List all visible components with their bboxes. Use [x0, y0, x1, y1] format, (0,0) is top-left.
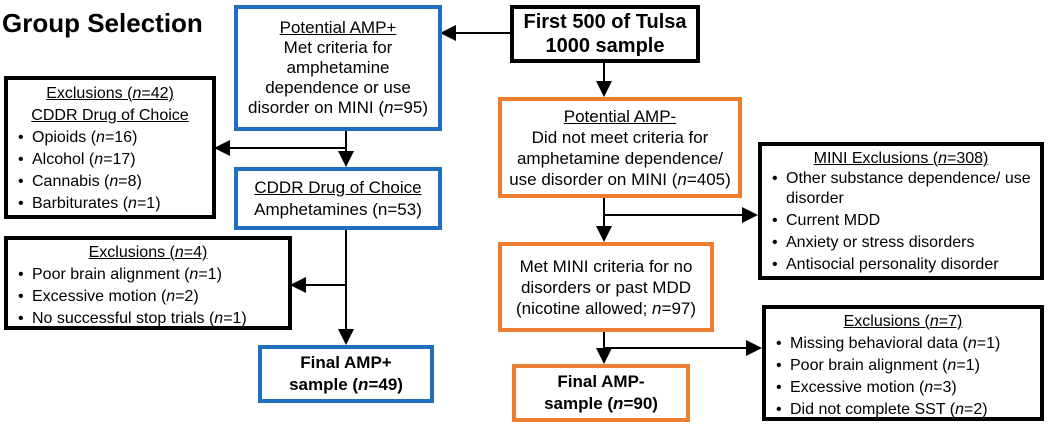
amp-pos-line1: Met criteria for — [283, 38, 393, 57]
list-item: Excessive motion (n=3) — [772, 377, 1034, 399]
start-line1: First 500 of Tulsa — [523, 11, 687, 33]
start-line2: 1000 sample — [545, 35, 665, 57]
list-item: Poor brain alignment (n=1) — [14, 264, 282, 286]
final-pos-line1: Final AMP+ — [300, 353, 392, 372]
potential-amp-pos-box: Potential AMP+ Met criteria for amphetam… — [234, 5, 442, 131]
list-item: Missing behavioral data (n=1) — [772, 333, 1034, 355]
cddr-header: CDDR Drug of Choice — [254, 177, 422, 197]
list-item: Barbiturates (n=1) — [14, 193, 206, 215]
list-item: Alcohol (n=17) — [14, 149, 206, 171]
brain-exclusions-box: Exclusions (n=4) Poor brain alignment (n… — [4, 236, 292, 330]
list-item: Antisocial personality disorder — [768, 255, 1034, 275]
cddr-amphetamines-box: CDDR Drug of Choice Amphetamines (n=53) — [234, 167, 442, 230]
final-amp-neg-box: Final AMP- sample (n=90) — [512, 364, 690, 422]
brain-exclusions-list: Poor brain alignment (n=1) Excessive mot… — [14, 264, 282, 330]
amp-neg-header: Potential AMP- — [563, 106, 677, 126]
list-item: Cannabis (n=8) — [14, 171, 206, 193]
amp-neg-line3: use disorder on MINI (n=405) — [509, 169, 731, 189]
final-pos-line2: sample (n=49) — [289, 375, 403, 394]
amp-pos-line4: disorder on MINI (n=95) — [247, 98, 428, 117]
final-neg-line2: sample (n=90) — [544, 394, 658, 413]
page-title: Group Selection — [2, 8, 203, 38]
list-item: Other substance dependence/ use disorder — [768, 169, 1034, 209]
drug-exclusions-header: Exclusions (n=42) — [46, 85, 174, 102]
mini-exclusions-list: Other substance dependence/ use disorder… — [768, 169, 1034, 275]
cddr-body: Amphetamines (n=53) — [254, 199, 422, 219]
drug-exclusions-list: Opioids (n=16) Alcohol (n=17) Cannabis (… — [14, 127, 206, 215]
amp-neg-line1: Did not meet criteria for — [531, 127, 709, 147]
start-box: First 500 of Tulsa 1000 sample — [510, 5, 700, 63]
final-amp-pos-box: Final AMP+ sample (n=49) — [258, 345, 434, 403]
mini-exclusions-header: MINI Exclusions (n=308) — [813, 150, 989, 167]
met-mini-line2: disorders or past MDD — [520, 277, 692, 297]
list-item: Anxiety or stress disorders — [768, 233, 1034, 253]
neg-exclusions-header: Exclusions (n=7) — [843, 313, 963, 330]
met-mini-line1: Met MINI criteria for no — [519, 256, 693, 276]
amp-pos-header: Potential AMP+ — [279, 18, 397, 37]
neg-exclusions-box: Exclusions (n=7) Missing behavioral data… — [762, 305, 1044, 421]
list-item: Poor brain alignment (n=1) — [772, 355, 1034, 377]
mini-exclusions-box: MINI Exclusions (n=308) Other substance … — [758, 142, 1044, 280]
drug-exclusions-box: Exclusions (n=42) CDDR Drug of Choice Op… — [4, 76, 216, 219]
amp-pos-line3: dependence or use — [265, 78, 411, 97]
final-neg-line1: Final AMP- — [557, 372, 645, 391]
list-item: Current MDD — [768, 211, 1034, 231]
drug-exclusions-subheader: CDDR Drug of Choice — [31, 107, 189, 124]
list-item: No successful stop trials (n=1) — [14, 308, 282, 330]
brain-exclusions-header: Exclusions (n=4) — [88, 244, 208, 261]
amp-neg-line2: amphetamine dependence/ — [516, 148, 724, 168]
met-mini-criteria-box: Met MINI criteria for no disorders or pa… — [498, 242, 714, 332]
met-mini-line3: (nicotine allowed; n=97) — [515, 298, 697, 318]
potential-amp-neg-box: Potential AMP- Did not meet criteria for… — [498, 97, 742, 198]
amp-pos-line2: amphetamine — [286, 58, 390, 77]
list-item: Excessive motion (n=2) — [14, 286, 282, 308]
list-item: Did not complete SST (n=2) — [772, 399, 1034, 421]
neg-exclusions-list: Missing behavioral data (n=1) Poor brain… — [772, 333, 1034, 421]
list-item: Opioids (n=16) — [14, 127, 206, 149]
